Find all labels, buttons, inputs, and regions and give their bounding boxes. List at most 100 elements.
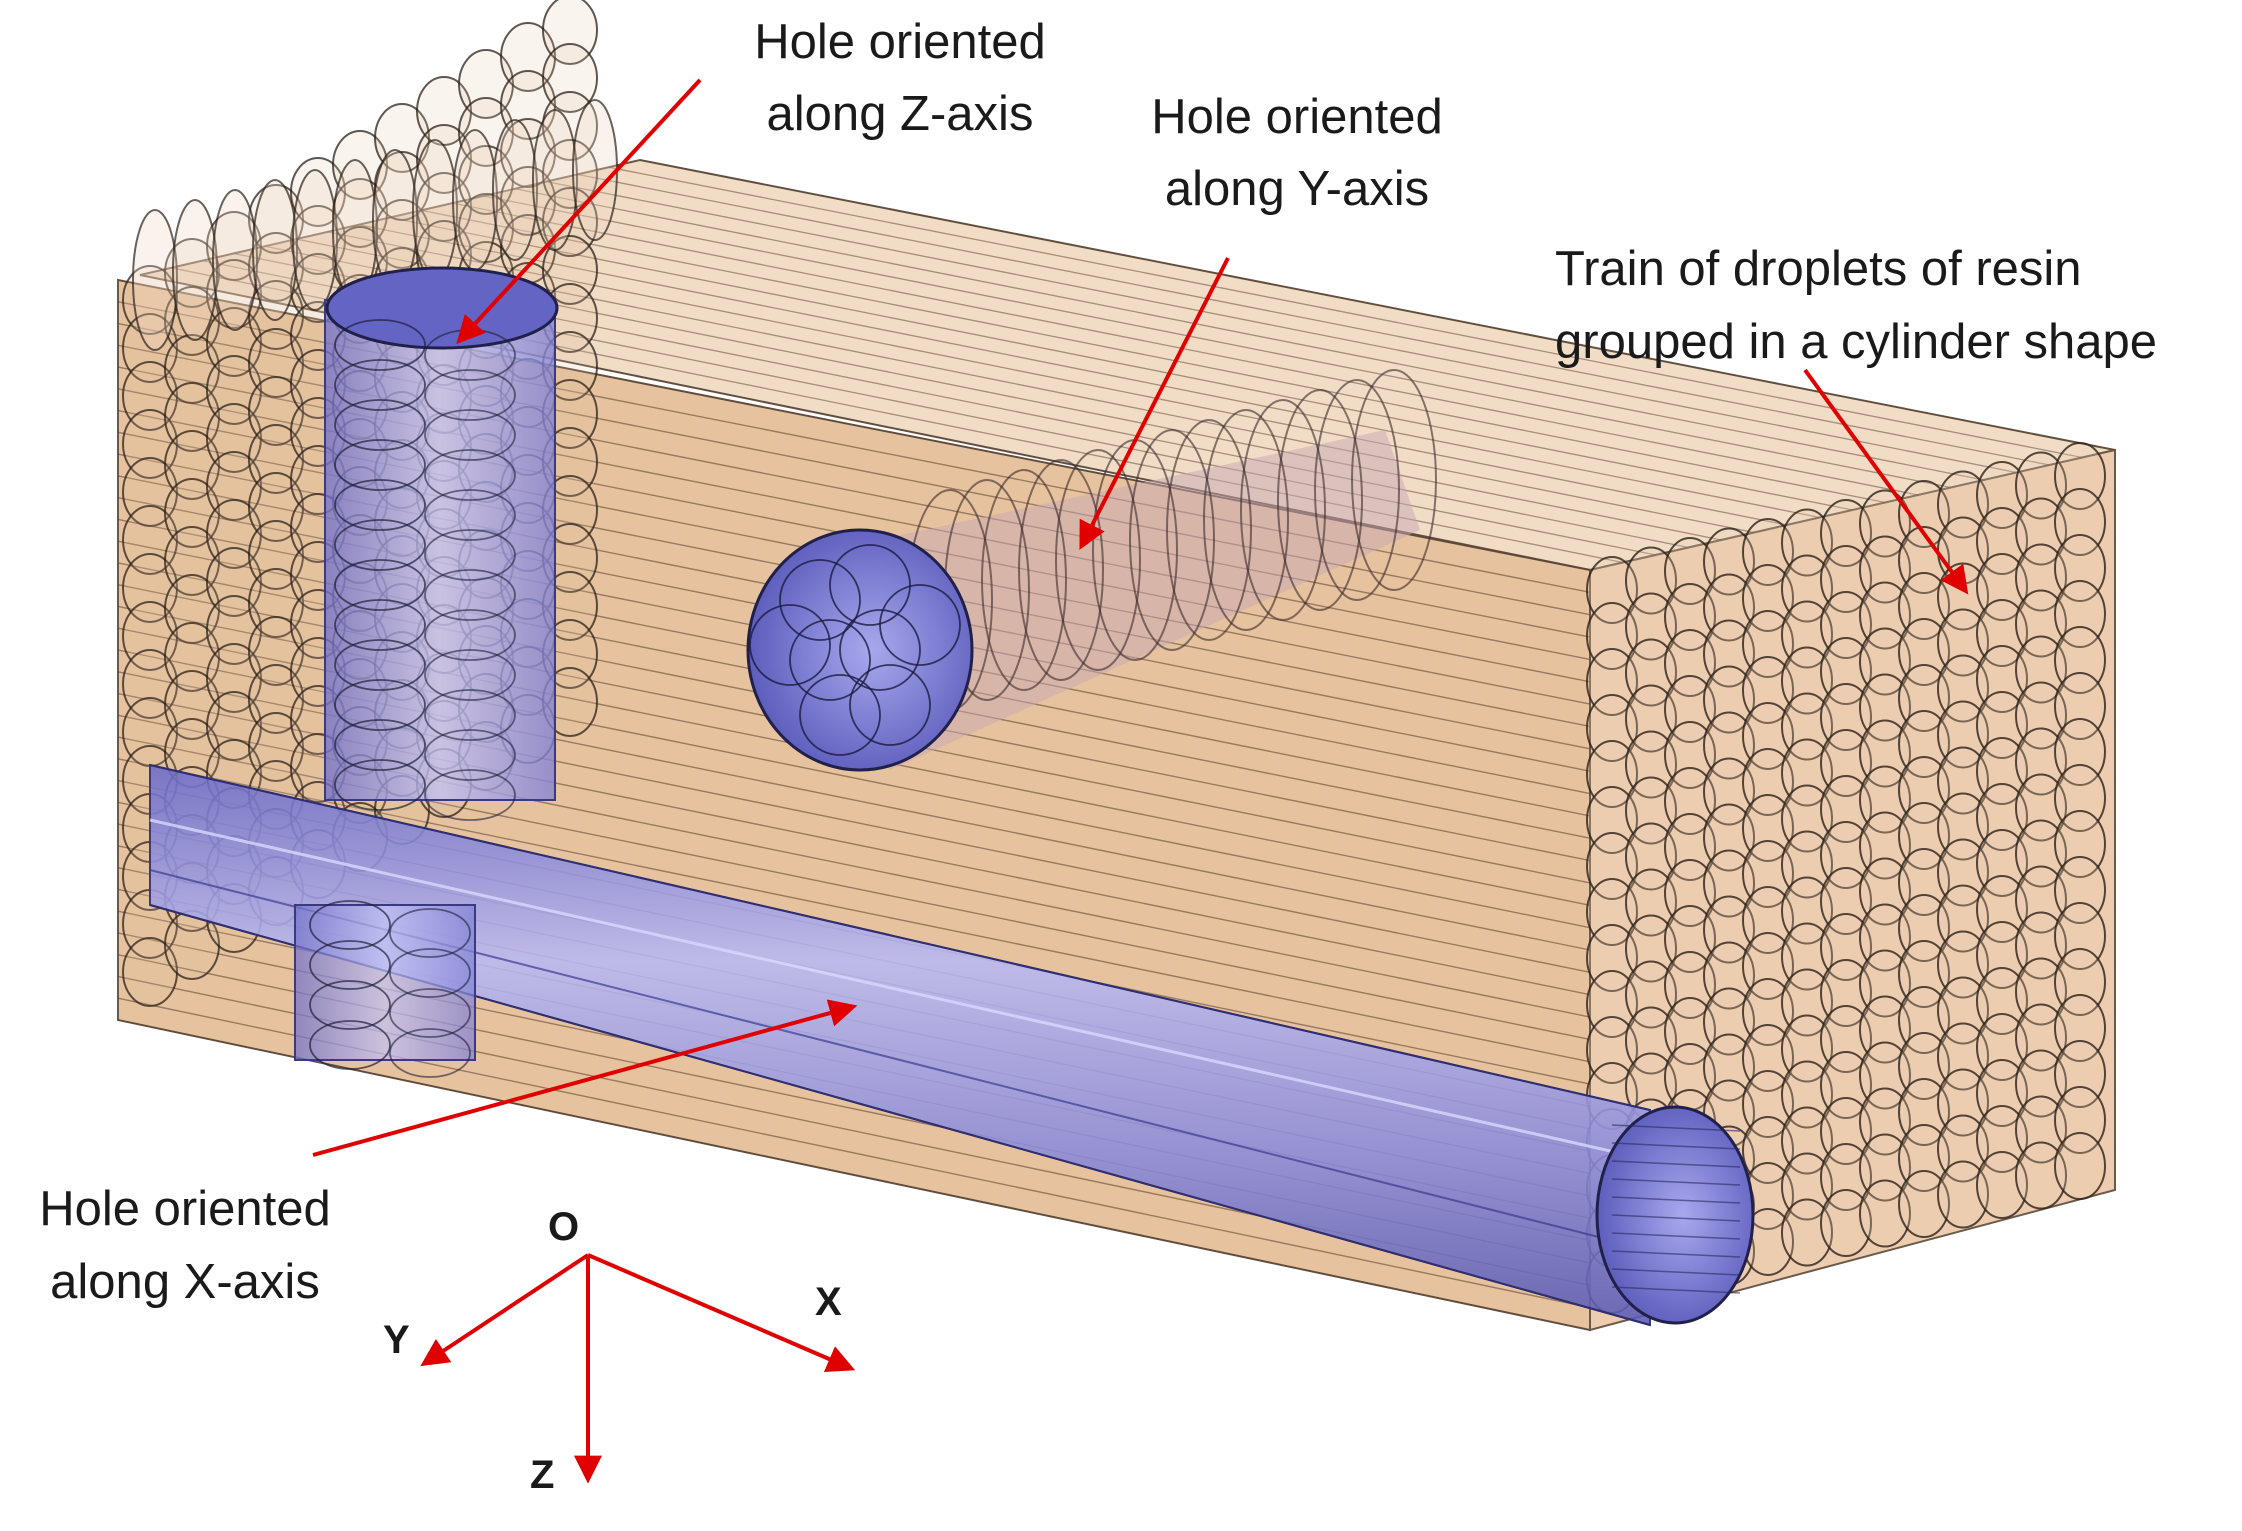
droplet-circle bbox=[1937, 1160, 1989, 1229]
axis-y-label: Y bbox=[383, 1318, 410, 1362]
droplet-train-line bbox=[389, 216, 1853, 511]
droplet-train-line bbox=[608, 166, 2083, 459]
y-axis-arrow bbox=[420, 1253, 590, 1367]
droplet-train-line bbox=[514, 188, 1984, 481]
hole-z-ring bbox=[424, 449, 516, 501]
hole-z-ring bbox=[424, 369, 516, 421]
hole-y-ring bbox=[1129, 429, 1215, 651]
hole-z-ring bbox=[309, 980, 391, 1030]
droplet-train-line bbox=[358, 224, 1820, 519]
hole-z-ring bbox=[334, 599, 426, 651]
droplet-train-line bbox=[117, 758, 1591, 1063]
hole-z-ring bbox=[334, 439, 426, 491]
hole-z-ring bbox=[334, 719, 426, 771]
hole-y-ring bbox=[1277, 389, 1363, 611]
hole-x-end-line bbox=[1611, 1196, 1741, 1204]
droplet-circle bbox=[132, 209, 178, 351]
label-x-hole-line2: along X-axis bbox=[50, 1255, 320, 1309]
hole-y-ring bbox=[1240, 399, 1326, 621]
axis-z-label: Z bbox=[530, 1453, 554, 1497]
hole-x-end-line bbox=[1611, 1214, 1741, 1222]
droplet-circle bbox=[172, 199, 218, 341]
hole-z-ring bbox=[334, 679, 426, 731]
label-droplets-line1: Train of droplets of resin bbox=[1555, 242, 2082, 296]
label-z-hole-line1: Hole oriented bbox=[754, 15, 1045, 69]
droplet-circle bbox=[542, 43, 598, 113]
hole-y-petal bbox=[839, 609, 921, 691]
label-y-hole-line2: along Y-axis bbox=[1165, 162, 1429, 216]
droplet-train-line bbox=[577, 173, 2050, 466]
droplet-circle bbox=[252, 179, 298, 321]
droplet-circle bbox=[1976, 1151, 2028, 1219]
droplet-circle bbox=[1898, 1170, 1950, 1238]
hole-y-petal bbox=[799, 674, 881, 756]
droplet-train-line bbox=[546, 180, 2017, 474]
droplet-train-line bbox=[639, 159, 2116, 451]
droplet-circle bbox=[1781, 1198, 1833, 1267]
x-axis-arrow bbox=[587, 1253, 856, 1372]
label-z-hole: Hole oriented along Z-axis bbox=[754, 15, 1045, 141]
hole-x-end-line bbox=[1611, 1178, 1741, 1186]
hole-y-petal bbox=[749, 604, 831, 686]
hole-z-ring bbox=[389, 948, 471, 998]
label-z-hole-line2: along Z-axis bbox=[767, 87, 1034, 141]
hole-y-ring bbox=[1018, 459, 1104, 681]
hole-z-ring bbox=[334, 639, 426, 691]
hole-z-ring bbox=[309, 1020, 391, 1070]
hole-z-ring bbox=[309, 900, 391, 950]
label-droplets-line2: grouped in a cylinder shape bbox=[1555, 315, 2157, 369]
hole-z-ring bbox=[424, 489, 516, 541]
hole-z-ring bbox=[424, 769, 516, 821]
droplet-circle bbox=[212, 189, 258, 331]
droplet-train-line bbox=[117, 1019, 1591, 1331]
droplet-circle bbox=[412, 139, 458, 281]
hole-y-ring bbox=[1055, 449, 1141, 671]
hole-y-petal bbox=[779, 559, 861, 641]
hole-z-ring bbox=[334, 399, 426, 451]
axis-origin-label: O bbox=[548, 1205, 579, 1249]
hole-y-ring bbox=[1314, 379, 1400, 601]
hole-z-ring bbox=[424, 609, 516, 661]
droplet-circle bbox=[572, 99, 618, 241]
hole-y-petal bbox=[829, 544, 911, 626]
label-droplets: Train of droplets of resin grouped in a … bbox=[1555, 242, 2157, 369]
droplet-circle bbox=[1820, 1189, 1872, 1257]
label-x-hole: Hole oriented along X-axis bbox=[39, 1182, 330, 1309]
droplet-circle bbox=[452, 129, 498, 271]
droplet-circle bbox=[542, 235, 598, 305]
hole-z-ring bbox=[389, 988, 471, 1038]
axis-triad: O X Y Z bbox=[383, 1205, 856, 1497]
label-y-hole: Hole oriented along Y-axis bbox=[1151, 90, 1442, 216]
droplet-train-line bbox=[452, 202, 1919, 496]
label-y-hole-line1: Hole oriented bbox=[1151, 90, 1442, 144]
hole-z-ring bbox=[389, 1028, 471, 1078]
hole-z-ring bbox=[334, 559, 426, 611]
hole-z-ring bbox=[334, 319, 426, 371]
droplet-train-line bbox=[421, 209, 1886, 504]
droplet-circle bbox=[2015, 1141, 2067, 1210]
droplet-circle bbox=[492, 119, 538, 261]
hole-z-ring bbox=[424, 729, 516, 781]
hole-z-axis bbox=[294, 266, 559, 1078]
label-x-hole-line1: Hole oriented bbox=[39, 1182, 330, 1236]
arrow-x-hole bbox=[312, 999, 858, 1157]
annotation-arrows bbox=[312, 78, 1969, 1157]
arrow-droplets bbox=[1803, 368, 1969, 595]
droplet-circle bbox=[292, 169, 338, 311]
hole-z-ring bbox=[424, 529, 516, 581]
hole-z-ring bbox=[334, 479, 426, 531]
hole-z-ring bbox=[424, 569, 516, 621]
hole-z-ring bbox=[334, 759, 426, 811]
hole-z-ring bbox=[389, 908, 471, 958]
hole-x-end-line bbox=[1611, 1250, 1741, 1258]
hole-x-end-line bbox=[1611, 1160, 1741, 1168]
hole-y-ring bbox=[981, 469, 1067, 691]
hole-y-petal bbox=[879, 584, 961, 666]
droplet-train-line bbox=[483, 195, 1952, 489]
axis-x-label: X bbox=[815, 1280, 842, 1324]
hole-y-petal bbox=[789, 619, 871, 701]
hole-z-ring bbox=[334, 359, 426, 411]
droplet-circle bbox=[1859, 1179, 1911, 1248]
hole-z-ring bbox=[334, 519, 426, 571]
